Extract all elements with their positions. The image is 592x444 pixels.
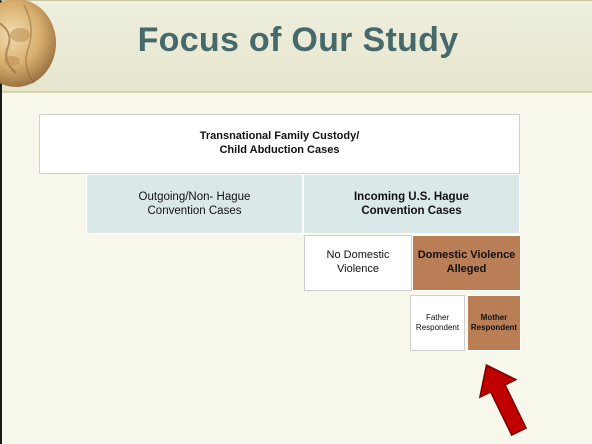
outgoing-cases-line-2: Convention Cases xyxy=(147,205,242,217)
mother-respondent-line-2: Respondent xyxy=(470,323,518,332)
red-arrow-icon xyxy=(478,363,528,437)
title-band xyxy=(2,1,592,93)
incoming-cases-line-2: Convention Cases xyxy=(361,205,462,217)
root-node-box: Transnational Family Custody/ Child Abdu… xyxy=(39,114,520,174)
root-node-line-2: Child Abduction Cases xyxy=(219,144,340,156)
no-domestic-violence-box: No Domestic Violence xyxy=(304,235,412,291)
outgoing-cases-box: Outgoing/Non- Hague Convention Cases xyxy=(86,174,303,234)
mother-respondent-line-1: Mother xyxy=(480,313,508,322)
no-dv-line-1: No Domestic xyxy=(326,249,390,262)
incoming-cases-line-1: Incoming U.S. Hague xyxy=(353,190,469,203)
dv-alleged-line-2: Alleged xyxy=(446,263,487,275)
incoming-cases-box: Incoming U.S. Hague Convention Cases xyxy=(303,174,520,234)
father-respondent-box: Father Respondent xyxy=(410,295,465,351)
globe-icon xyxy=(0,0,56,87)
outgoing-cases-line-1: Outgoing/Non- Hague xyxy=(138,190,251,203)
root-node-line-1: Transnational Family Custody/ xyxy=(199,130,360,143)
no-dv-line-2: Violence xyxy=(337,263,379,275)
dv-alleged-line-1: Domestic Violence xyxy=(417,249,516,262)
domestic-violence-alleged-box: Domestic Violence Alleged xyxy=(412,235,521,291)
slide-title: Focus of Our Study xyxy=(137,21,459,59)
father-respondent-line-2: Respondent xyxy=(415,323,460,332)
father-respondent-line-1: Father xyxy=(425,313,450,322)
mother-respondent-box: Mother Respondent xyxy=(467,295,521,351)
